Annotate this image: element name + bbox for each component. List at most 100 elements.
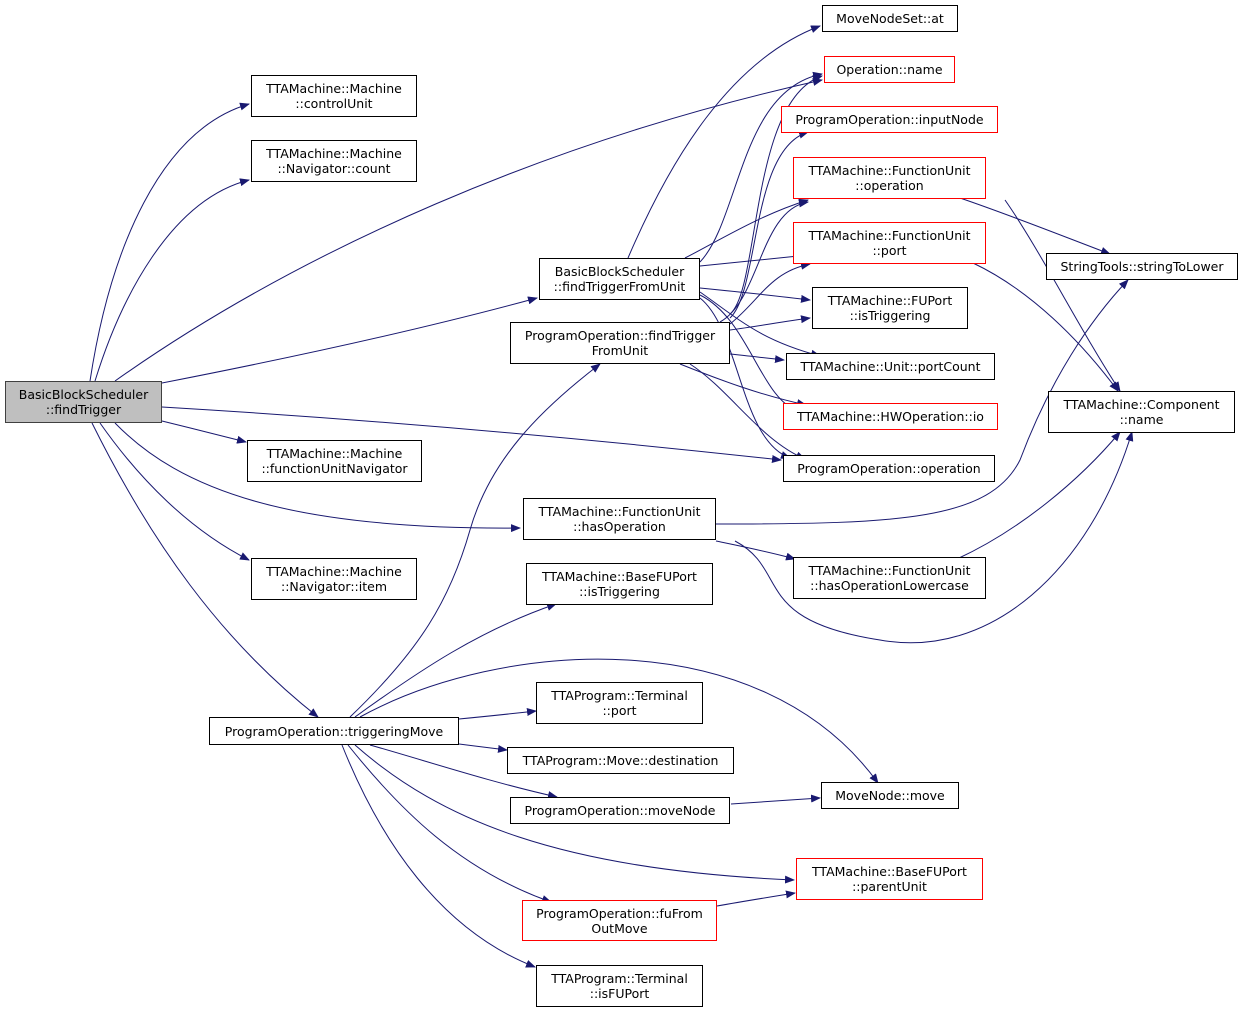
- node-poMoveNode-line-1: ProgramOperation::moveNode: [524, 803, 716, 818]
- node-fuHasOperationLowercase[interactable]: TTAMachine::FunctionUnit ::hasOperationL…: [793, 557, 986, 599]
- node-basefuportParentUnit[interactable]: TTAMachine::BaseFUPort ::parentUnit: [796, 858, 983, 900]
- node-poOperation-line-1: ProgramOperation::operation: [797, 461, 981, 476]
- node-stringToLower[interactable]: StringTools::stringToLower: [1046, 253, 1238, 280]
- edge-po-operationName: [729, 75, 823, 315]
- node-root-line-1: BasicBlockScheduler: [18, 387, 149, 402]
- edge-tm-moveNodeMove: [359, 658, 879, 784]
- node-basefuportParentUnit-line-1: TTAMachine::BaseFUPort: [812, 864, 967, 879]
- node-terminalPort[interactable]: TTAProgram::Terminal ::port: [536, 682, 703, 724]
- node-navItem[interactable]: TTAMachine::Machine ::Navigator::item: [251, 558, 417, 600]
- edge-fuOperation-componentName: [1004, 199, 1121, 392]
- edge-tm-terminalPort: [458, 708, 537, 720]
- node-componentName-line-1: TTAMachine::Component: [1063, 397, 1220, 412]
- node-poFindTriggerFromUnit-line-1: ProgramOperation::findTrigger: [524, 328, 716, 343]
- node-root: BasicBlockScheduler ::findTrigger: [5, 381, 162, 423]
- edge-hasOp-componentName: [734, 431, 1134, 644]
- node-root-line-2: ::findTrigger: [45, 402, 122, 417]
- edge-root-fuNavigator: [161, 420, 247, 444]
- node-poMoveNode[interactable]: ProgramOperation::moveNode: [510, 797, 730, 824]
- node-moveNodeMove-line-1: MoveNode::move: [835, 788, 945, 803]
- node-terminalIsFUPort-line-2: ::isFUPort: [589, 986, 650, 1001]
- node-stringToLower-line-1: StringTools::stringToLower: [1060, 259, 1224, 274]
- node-poTriggeringMove[interactable]: ProgramOperation::triggeringMove: [209, 717, 459, 745]
- node-navCount-line-2: ::Navigator::count: [277, 161, 391, 176]
- node-controlUnit-line-2: ::controlUnit: [295, 96, 373, 111]
- node-poFindTriggerFromUnit[interactable]: ProgramOperation::findTrigger FromUnit: [510, 322, 730, 364]
- node-poInputNode-line-1: ProgramOperation::inputNode: [795, 112, 984, 127]
- node-terminalIsFUPort-line-1: TTAProgram::Terminal: [551, 971, 688, 986]
- node-fuNavigator-line-1: TTAMachine::Machine: [266, 446, 403, 461]
- node-fuHasOperation-line-2: ::hasOperation: [573, 519, 666, 534]
- node-moveNodeSetAt-line-1: MoveNodeSet::at: [836, 11, 944, 26]
- node-fuOperation-line-1: TTAMachine::FunctionUnit: [808, 163, 971, 178]
- edge-tm-poMoveNode: [369, 744, 558, 799]
- node-poInputNode[interactable]: ProgramOperation::inputNode: [781, 106, 998, 133]
- node-operationName-line-1: Operation::name: [836, 62, 943, 77]
- node-fuNavigator[interactable]: TTAMachine::Machine ::functionUnitNaviga…: [247, 440, 422, 482]
- node-terminalPort-line-2: ::port: [602, 703, 637, 718]
- node-fuportIsTriggering-line-1: TTAMachine::FUPort: [827, 293, 953, 308]
- node-fuportIsTriggering[interactable]: TTAMachine::FUPort ::isTriggering: [812, 287, 968, 329]
- node-hwOperationIo-line-1: TTAMachine::HWOperation::io: [797, 409, 984, 424]
- edge-po-fuportIsTriggering: [729, 315, 811, 331]
- edge-root-navItem: [99, 422, 250, 561]
- node-moveNodeSetAt[interactable]: MoveNodeSet::at: [822, 5, 958, 32]
- edge-tm-terminalIsFUPort: [341, 744, 536, 968]
- node-poFuFromOutMove-line-1: ProgramOperation::fuFrom: [536, 905, 703, 921]
- node-moveDestination[interactable]: TTAProgram::Move::destination: [507, 747, 734, 774]
- node-terminalIsFUPort[interactable]: TTAProgram::Terminal ::isFUPort: [536, 965, 703, 1007]
- edge-moveNode-moveNodeMove: [730, 794, 821, 805]
- node-bbsFindTriggerFromUnit[interactable]: BasicBlockScheduler ::findTriggerFromUni…: [539, 258, 700, 300]
- node-controlUnit-line-1: TTAMachine::Machine: [266, 81, 402, 96]
- edge-root-fuHasOperation: [114, 422, 521, 533]
- edge-bbs-fuOperation: [684, 198, 809, 259]
- node-hwOperationIo[interactable]: TTAMachine::HWOperation::io: [783, 403, 998, 430]
- node-fuOperation-line-2: ::operation: [855, 178, 924, 193]
- edge-root-controlUnit: [89, 102, 250, 382]
- edge-bbs-moveNodeSetAt: [627, 25, 821, 259]
- node-basefuportIsTriggering[interactable]: TTAMachine::BaseFUPort ::isTriggering: [526, 563, 713, 605]
- call-edges: [89, 25, 1134, 968]
- edge-root-poTriggeringMove: [91, 422, 319, 718]
- node-fuPort-line-1: TTAMachine::FunctionUnit: [808, 228, 971, 243]
- node-controlUnit[interactable]: TTAMachine::Machine ::controlUnit: [251, 75, 417, 117]
- edge-bbs-unitPortCount: [699, 291, 821, 358]
- edge-root-bbsFindTriggerFromUnit: [161, 296, 538, 384]
- edge-bbs-poOperation: [699, 297, 791, 459]
- node-operationName[interactable]: Operation::name: [824, 56, 955, 83]
- node-poOperation[interactable]: ProgramOperation::operation: [783, 455, 995, 482]
- node-fuPort[interactable]: TTAMachine::FunctionUnit ::port: [793, 222, 986, 264]
- node-fuHasOperation[interactable]: TTAMachine::FunctionUnit ::hasOperation: [523, 498, 716, 540]
- node-unitPortCount[interactable]: TTAMachine::Unit::portCount: [786, 353, 995, 380]
- node-unitPortCount-line-1: TTAMachine::Unit::portCount: [800, 359, 981, 374]
- node-fuHasOperationLowercase-line-2: ::hasOperationLowercase: [810, 578, 969, 593]
- node-componentName-line-2: ::name: [1119, 412, 1164, 427]
- node-basefuportParentUnit-line-2: ::parentUnit: [852, 879, 927, 894]
- edge-po-fuOperation: [719, 199, 809, 323]
- node-poFuFromOutMove[interactable]: ProgramOperation::fuFrom OutMove: [522, 900, 717, 941]
- edge-tm-poFuFromOutMove: [347, 744, 552, 903]
- node-navCount[interactable]: TTAMachine::Machine ::Navigator::count: [251, 140, 417, 182]
- node-navCount-line-1: TTAMachine::Machine: [266, 146, 402, 161]
- node-moveNodeMove[interactable]: MoveNode::move: [821, 782, 959, 809]
- edge-tm-basefuportIsTriggering: [354, 603, 557, 718]
- node-bbsFindTriggerFromUnit-line-1: BasicBlockScheduler: [554, 264, 685, 279]
- edge-bbs-fuportIsTriggering: [699, 287, 811, 303]
- edge-fuPort-componentName: [972, 262, 1119, 392]
- node-terminalPort-line-1: TTAProgram::Terminal: [551, 688, 688, 703]
- node-componentName[interactable]: TTAMachine::Component ::name: [1048, 391, 1235, 433]
- edge-bbs-fuPort: [699, 251, 809, 267]
- node-fuHasOperation-line-1: TTAMachine::FunctionUnit: [538, 504, 701, 519]
- edge-po-poOperation: [689, 363, 806, 460]
- edge-bbs-operationName: [699, 71, 823, 263]
- edge-hasOp-hasOpLowercase: [715, 540, 796, 561]
- edge-hasOpLowercase-componentName: [956, 431, 1121, 560]
- node-fuPort-line-2: ::port: [872, 243, 907, 258]
- node-fuOperation[interactable]: TTAMachine::FunctionUnit ::operation: [793, 157, 986, 199]
- edge-tm-moveDestination: [458, 743, 508, 753]
- node-basefuportIsTriggering-line-1: TTAMachine::BaseFUPort: [542, 569, 697, 584]
- node-fuportIsTriggering-line-2: ::isTriggering: [849, 308, 931, 323]
- node-navItem-line-1: TTAMachine::Machine: [266, 564, 402, 579]
- edge-root-navCount: [94, 178, 250, 382]
